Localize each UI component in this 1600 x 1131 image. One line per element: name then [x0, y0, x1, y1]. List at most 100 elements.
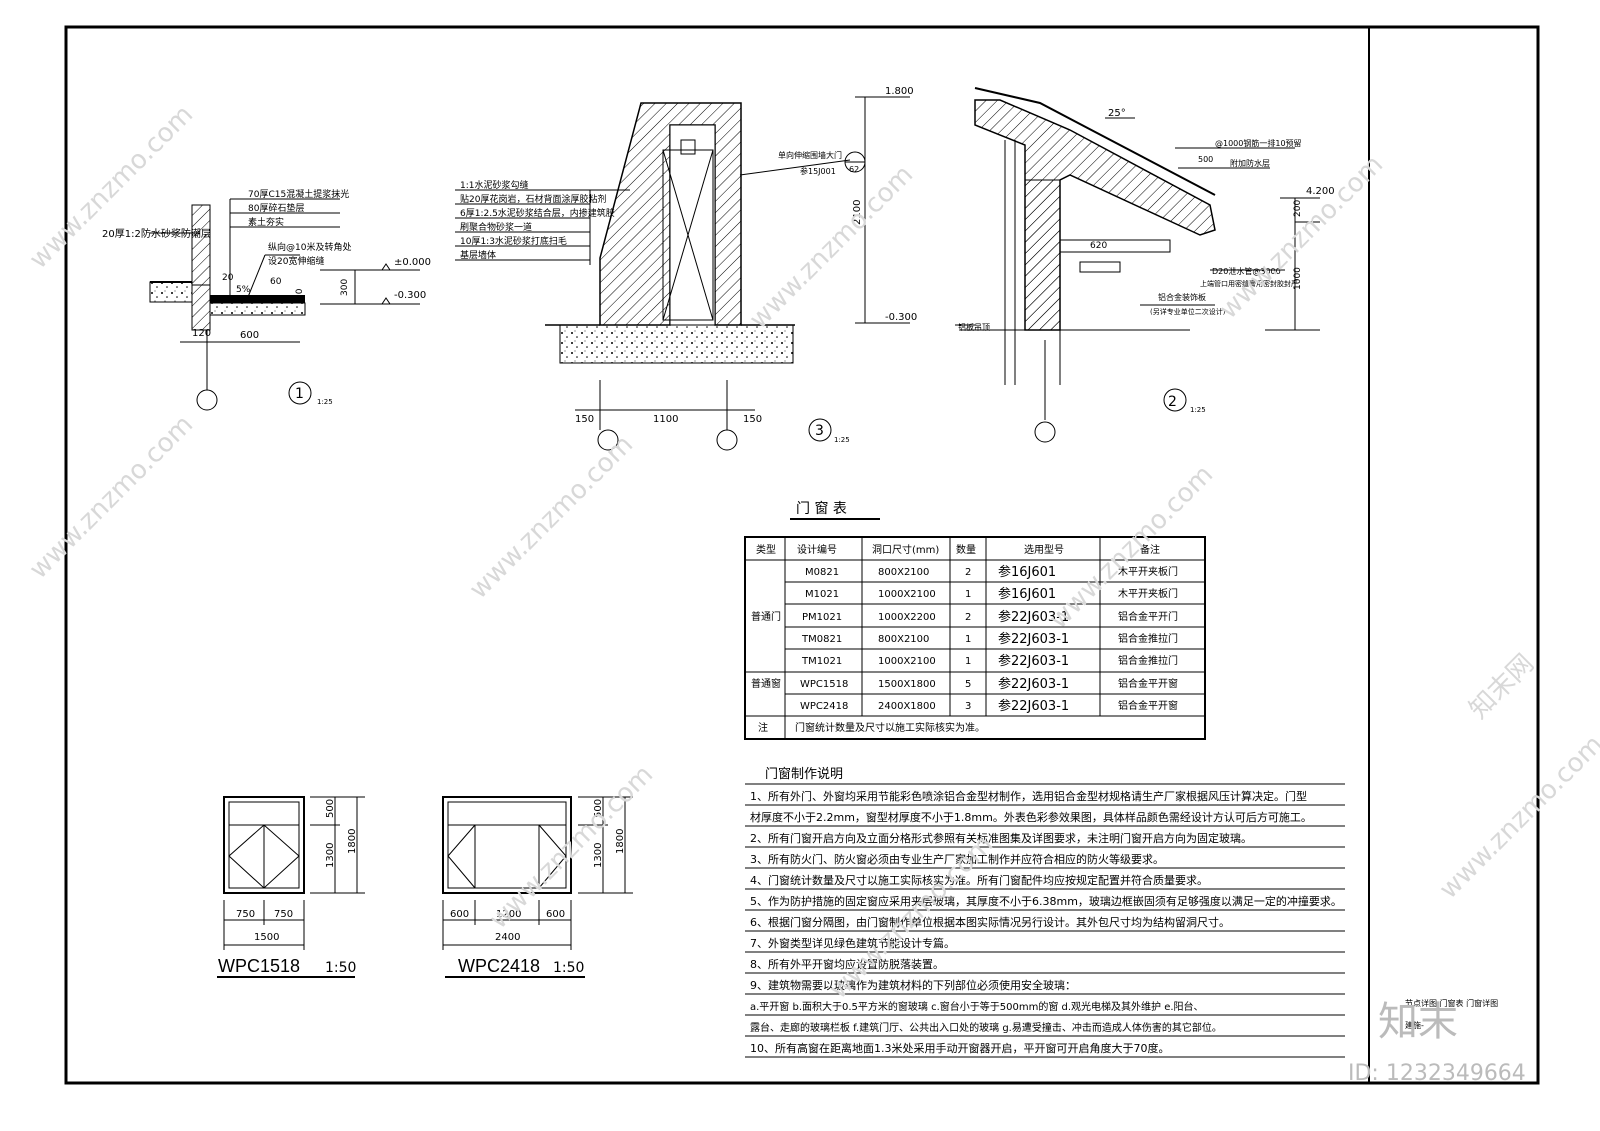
- svg-text:木平开夹板门: 木平开夹板门: [1118, 565, 1178, 578]
- svg-text:铝板吊顶: 铝板吊顶: [958, 322, 990, 332]
- svg-text:1:25: 1:25: [834, 436, 850, 444]
- svg-text:60: 60: [270, 277, 282, 287]
- svg-text:铝合金平开窗: 铝合金平开窗: [1118, 699, 1178, 712]
- svg-text:20: 20: [295, 288, 305, 300]
- svg-text:1: 1: [965, 634, 971, 645]
- svg-text:5、作为防护措施的固定窗应采用夹层玻璃，其厚度不小于6.38: 5、作为防护措施的固定窗应采用夹层玻璃，其厚度不小于6.38mm，玻璃边框嵌固须…: [750, 894, 1342, 908]
- window-wpc2418: 600 1200 600 2400 500 1300 1800 WPC2418 …: [442, 796, 633, 978]
- detail-3: 1:1水泥砂浆勾缝 贴20厚花岗岩，石材背面涂厚胶粘剂 6厚1:2.5水泥砂浆结…: [455, 86, 917, 451]
- svg-text:参22J603-1: 参22J603-1: [998, 609, 1069, 625]
- svg-text:1100: 1100: [653, 414, 678, 425]
- svg-text:M0821: M0821: [805, 567, 839, 578]
- svg-text:1、所有外门、外窗均采用节能彩色喷涂铝合金型材制作，选用铝合: 1、所有外门、外窗均采用节能彩色喷涂铝合金型材制作，选用铝合金型材规格请生产厂家…: [750, 789, 1307, 803]
- svg-text:1000: 1000: [1293, 267, 1303, 290]
- svg-text:注: 注: [758, 721, 768, 734]
- svg-text:1500: 1500: [254, 932, 279, 943]
- svg-text:门窗统计数量及尺寸以施工实际核实为准。: 门窗统计数量及尺寸以施工实际核实为准。: [795, 721, 985, 734]
- svg-text:1: 1: [965, 656, 971, 667]
- detail-2: 25° @1000钢筋一排10预留 附加防水层 500 D20泄水管@3000 …: [955, 87, 1335, 443]
- svg-text:铝合金平开门: 铝合金平开门: [1118, 610, 1178, 623]
- svg-text:1000X2200: 1000X2200: [878, 612, 936, 623]
- svg-text:5: 5: [965, 679, 971, 690]
- svg-text:2: 2: [965, 612, 971, 623]
- svg-text:www.znzmo.com: www.znzmo.com: [1214, 150, 1389, 325]
- svg-text:500: 500: [325, 799, 336, 818]
- svg-text:4、门窗统计数量及尺寸以施工实际核实为准。所有门窗配件均应按: 4、门窗统计数量及尺寸以施工实际核实为准。所有门窗配件均应按规定配置并符合质量要…: [750, 873, 1208, 887]
- svg-text:6、根据门窗分隔图，由门窗制作单位根据本图实际情况另行设计。: 6、根据门窗分隔图，由门窗制作单位根据本图实际情况另行设计。其外包尺寸均为结构留…: [750, 915, 1230, 929]
- svg-text:1300: 1300: [593, 843, 604, 868]
- svg-text:2: 2: [965, 567, 971, 578]
- svg-text:750: 750: [274, 909, 293, 920]
- svg-text:1:25: 1:25: [1190, 406, 1206, 414]
- svg-text:1200: 1200: [496, 909, 521, 920]
- svg-text:4.200: 4.200: [1306, 186, 1335, 197]
- svg-text:设20宽伸缩缝: 设20宽伸缩缝: [268, 255, 324, 267]
- svg-text:PM1021: PM1021: [802, 612, 842, 623]
- svg-text:1:1水泥砂浆勾缝: 1:1水泥砂浆勾缝: [460, 179, 529, 191]
- svg-text:9、建筑物需要以玻璃作为建筑材料的下列部位必须使用安全玻璃：: 9、建筑物需要以玻璃作为建筑材料的下列部位必须使用安全玻璃：: [750, 978, 1076, 992]
- svg-text:1800: 1800: [615, 829, 626, 854]
- svg-text:1800: 1800: [347, 829, 358, 854]
- svg-text:3: 3: [815, 423, 824, 439]
- svg-text:www.znzmo.com: www.znzmo.com: [464, 430, 639, 605]
- svg-text:纵向@10米及转角处: 纵向@10米及转角处: [268, 241, 351, 253]
- axis-bubble: [597, 429, 619, 451]
- svg-text:1.800: 1.800: [885, 86, 914, 97]
- svg-text:2: 2: [1168, 394, 1177, 410]
- svg-text:10厚1:3水泥砂浆打底扫毛: 10厚1:3水泥砂浆打底扫毛: [460, 235, 567, 247]
- svg-text:3、所有防火门、防火窗必须由专业生产厂家加工制作并应符合相应: 3、所有防火门、防火窗必须由专业生产厂家加工制作并应符合相应的防火等级要求。: [750, 852, 1164, 866]
- svg-text:www.znzmo.com: www.znzmo.com: [24, 410, 199, 585]
- sheet-border: [64, 25, 1540, 1085]
- svg-text:铝合金推拉门: 铝合金推拉门: [1118, 632, 1178, 645]
- svg-text:普通窗: 普通窗: [751, 677, 781, 690]
- svg-text:1300: 1300: [325, 843, 336, 868]
- svg-text:620: 620: [1090, 241, 1107, 251]
- svg-text:25°: 25°: [1108, 108, 1126, 119]
- svg-text:750: 750: [236, 909, 255, 920]
- svg-text:备注: 备注: [1140, 543, 1160, 556]
- svg-text:建施-: 建施-: [1405, 1020, 1424, 1030]
- svg-text:-0.300: -0.300: [885, 312, 917, 323]
- title-block: 节点详图 门窗表 门窗详图 建施-: [1405, 998, 1498, 1030]
- svg-text:20: 20: [222, 273, 234, 283]
- svg-text:6厚1:2.5水泥砂浆结合层，内掺建筑胶: 6厚1:2.5水泥砂浆结合层，内掺建筑胶: [460, 207, 615, 219]
- svg-text:3: 3: [965, 701, 971, 712]
- detail-1-bubble: [288, 381, 312, 405]
- svg-text:600: 600: [546, 909, 565, 920]
- svg-text:600: 600: [450, 909, 469, 920]
- svg-text:WPC2418: WPC2418: [800, 701, 848, 712]
- axis-bubble: [716, 429, 738, 451]
- axis-bubble: [1034, 421, 1056, 443]
- svg-text:1:25: 1:25: [317, 398, 333, 406]
- svg-text:参15J001: 参15J001: [800, 166, 836, 176]
- svg-text:D20泄水管@3000: D20泄水管@3000: [1212, 266, 1281, 276]
- svg-text:200: 200: [1293, 200, 1303, 217]
- axis-bubble: [196, 389, 218, 411]
- svg-text:1:50: 1:50: [325, 960, 356, 976]
- svg-text:M1021: M1021: [805, 589, 839, 600]
- svg-text:www.znzmo.com: www.znzmo.com: [1044, 460, 1219, 635]
- svg-text:选用型号: 选用型号: [1024, 543, 1064, 556]
- svg-text:8、所有外平开窗均应设置防脱落装置。: 8、所有外平开窗均应设置防脱落装置。: [750, 957, 944, 971]
- svg-text:刷聚合物砂浆一道: 刷聚合物砂浆一道: [460, 221, 532, 233]
- svg-text:参22J603-1: 参22J603-1: [998, 698, 1069, 714]
- svg-text:www.znzmo.com: www.znzmo.com: [1434, 730, 1600, 905]
- svg-text:600: 600: [240, 330, 259, 341]
- svg-text:-0.300: -0.300: [394, 290, 426, 301]
- detail-1: 70厚C15混凝土提浆抹光 80厚碎石垫层 素土夯实 20厚1:2防水砂浆防潮层…: [102, 188, 431, 411]
- svg-text:参22J603-1: 参22J603-1: [998, 631, 1069, 647]
- svg-text:2400: 2400: [495, 932, 520, 943]
- svg-text:单向伸缩围墙大门: 单向伸缩围墙大门: [778, 150, 842, 160]
- svg-text:1: 1: [965, 589, 971, 600]
- svg-text:节点详图 门窗表 门窗详图: 节点详图 门窗表 门窗详图: [1405, 998, 1498, 1008]
- svg-text:贴20厚花岗岩，石材背面涂厚胶粘剂: 贴20厚花岗岩，石材背面涂厚胶粘剂: [460, 193, 606, 205]
- svg-text:设计编号: 设计编号: [797, 543, 837, 556]
- svg-text:5%: 5%: [236, 285, 251, 295]
- svg-text:800X2100: 800X2100: [878, 567, 929, 578]
- svg-text:铝合金平开窗: 铝合金平开窗: [1118, 677, 1178, 690]
- detail-3-bubble: [808, 418, 832, 442]
- svg-text:铝合金推拉门: 铝合金推拉门: [1118, 654, 1178, 667]
- svg-text:参22J603-1: 参22J603-1: [998, 676, 1069, 692]
- svg-text:7、外窗类型详见绿色建筑节能设计专篇。: 7、外窗类型详见绿色建筑节能设计专篇。: [750, 936, 955, 950]
